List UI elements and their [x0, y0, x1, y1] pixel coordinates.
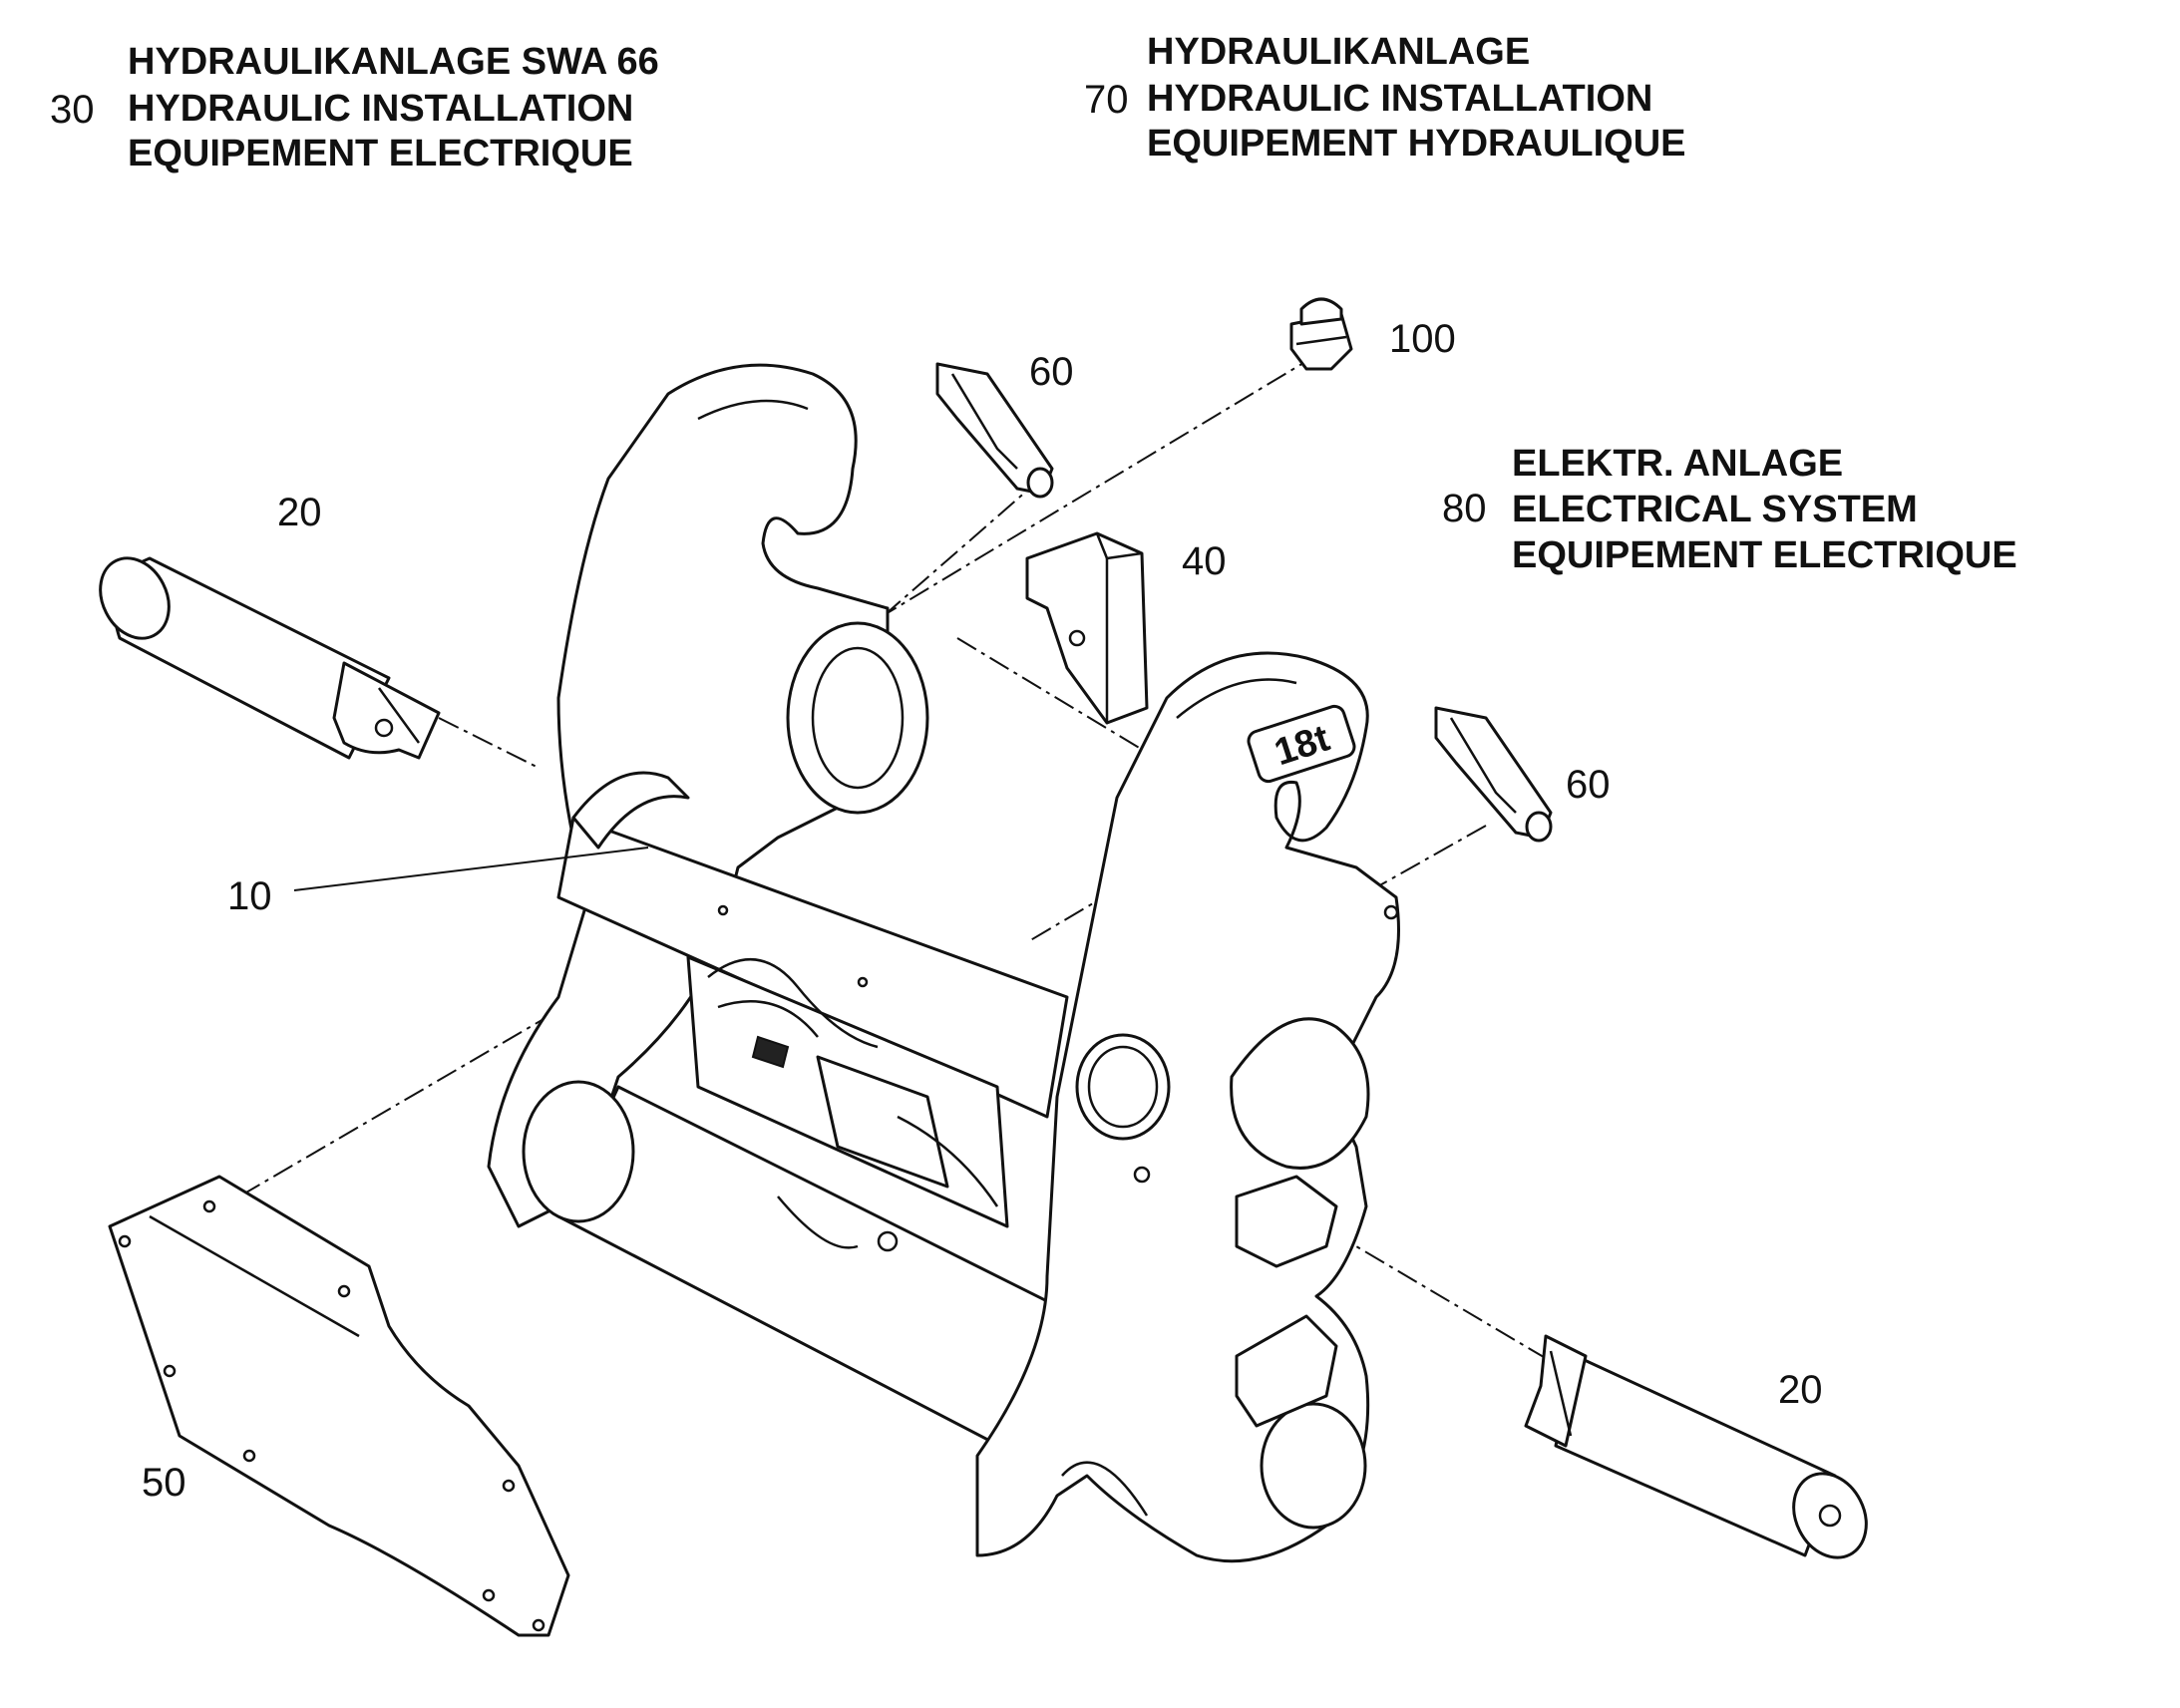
group-80-number: 80	[1442, 487, 1487, 530]
label-pin-right: 20	[1778, 1368, 1823, 1412]
label-clip-right: 60	[1566, 763, 1611, 807]
group-80-line-fr: EQUIPEMENT ELECTRIQUE	[1512, 534, 2017, 576]
group-70-number: 70	[1084, 78, 1129, 122]
group-80-line-en: ELECTRICAL SYSTEM	[1512, 489, 1918, 530]
group-30-line-en: HYDRAULIC INSTALLATION	[128, 88, 633, 130]
pin-right	[1524, 1334, 1868, 1559]
clip-right-60	[1434, 706, 1553, 843]
nipple-100	[1289, 297, 1353, 371]
group-70-line-en: HYDRAULIC INSTALLATION	[1147, 78, 1652, 120]
part-numbers: 20 20 10 40 50 60 60 100	[142, 317, 1823, 1505]
group-70-line-de: HYDRAULIKANLAGE	[1147, 31, 1530, 73]
group-30-number: 30	[50, 88, 95, 132]
group-30-line-fr: EQUIPEMENT ELECTRIQUE	[128, 133, 633, 174]
group-80-heading: 80 ELEKTR. ANLAGE ELECTRICAL SYSTEM EQUI…	[1442, 443, 2017, 576]
capacity-badge: 18t	[1247, 704, 1356, 784]
label-cover-plate: 50	[142, 1461, 186, 1505]
label-body: 10	[227, 874, 272, 918]
group-70-line-fr: EQUIPEMENT HYDRAULIQUE	[1147, 123, 1685, 165]
rear-side-plate	[487, 363, 929, 1228]
group-30-line-de: HYDRAULIKANLAGE SWA 66	[128, 41, 659, 83]
front-side-plate: 18t	[975, 651, 1400, 1563]
hydraulic-block	[686, 955, 1009, 1252]
pin-left	[99, 556, 441, 760]
group-30-heading: 30 HYDRAULIKANLAGE SWA 66 HYDRAULIC INST…	[50, 41, 659, 174]
bracket-40	[1025, 531, 1149, 725]
upper-cross-tube	[556, 771, 1069, 1119]
clip-top-60	[935, 362, 1054, 499]
group-80-line-de: ELEKTR. ANLAGE	[1512, 443, 1843, 485]
label-bracket: 40	[1182, 539, 1227, 583]
label-pin-left: 20	[277, 491, 322, 534]
group-70-heading: 70 HYDRAULIKANLAGE HYDRAULIC INSTALLATIO…	[1084, 31, 1685, 165]
assembly-lines	[238, 353, 1577, 1377]
label-clip-top: 60	[1029, 350, 1074, 394]
cover-plate-50	[108, 1175, 570, 1637]
label-nipple: 100	[1389, 317, 1456, 361]
leader-part-10	[293, 847, 649, 891]
